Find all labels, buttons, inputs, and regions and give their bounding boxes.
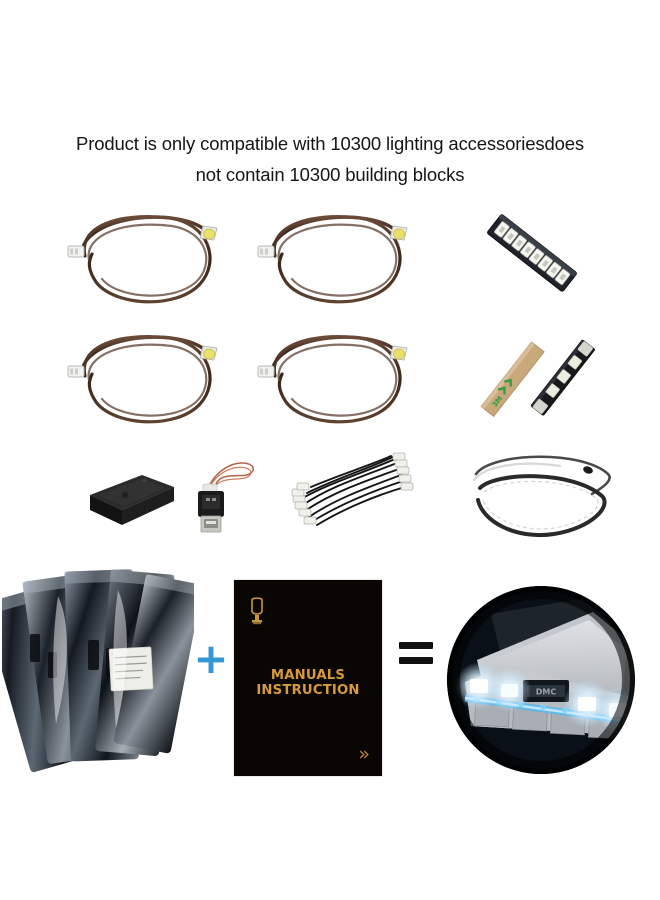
header-line-2: not contain 10300 building blocks [195,164,465,185]
battery-box [80,455,180,535]
connector-wire-bundle [285,447,415,535]
flexible-led-strip [462,444,622,544]
bag-label [108,646,154,692]
led-wire-1 [60,202,245,312]
double-chevron-right-icon: » [358,743,370,765]
led-wire-2 [250,202,435,312]
adhesive-tape-and-strip: 3M [466,330,606,430]
header-line-1: Product is only compatible with 10300 li… [76,133,584,154]
car-badge: DMC [536,688,557,697]
equals-icon [399,642,439,676]
manual-booklet: MANUALS INSTRUCTION » [234,580,382,776]
manual-title: MANUALS INSTRUCTION [256,668,360,698]
usb-cable [176,446,264,538]
result-photo: DMC [447,586,635,774]
packaging-bags [2,556,194,788]
led-wire-4 [250,322,435,432]
plus-icon: + [193,634,229,683]
equals-bar-top [399,642,433,649]
equals-bar-bottom [399,657,433,664]
page-title: Product is only compatible with 10300 li… [0,128,660,190]
led-bar-strip [472,203,592,303]
led-wire-3 [60,322,245,432]
brand-logo-icon [246,596,268,626]
